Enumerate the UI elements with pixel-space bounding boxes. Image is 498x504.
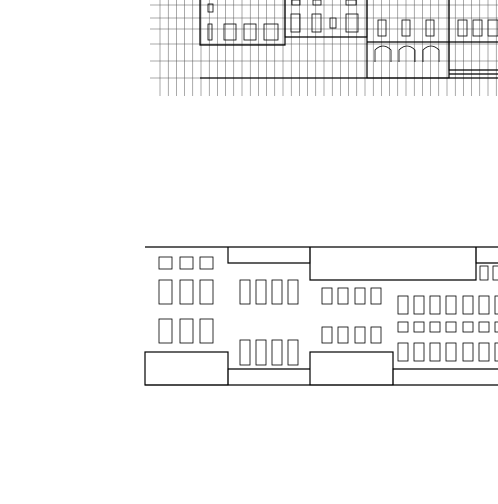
window bbox=[263, 23, 279, 41]
base-step-right bbox=[392, 368, 498, 385]
window bbox=[377, 19, 387, 37]
base-step-left bbox=[227, 368, 310, 385]
arched-door bbox=[398, 45, 416, 62]
window bbox=[429, 295, 441, 315]
window bbox=[255, 279, 267, 305]
window bbox=[401, 19, 411, 37]
window bbox=[290, 13, 301, 33]
window bbox=[291, 0, 301, 6]
window bbox=[345, 0, 357, 6]
window bbox=[429, 321, 441, 333]
window bbox=[223, 23, 237, 41]
window bbox=[199, 279, 214, 305]
upper-windows bbox=[207, 0, 498, 62]
upper-recess-center bbox=[309, 247, 477, 281]
window bbox=[397, 342, 409, 362]
window bbox=[478, 321, 490, 333]
window bbox=[337, 287, 349, 305]
window bbox=[445, 295, 457, 315]
window bbox=[271, 339, 283, 366]
window bbox=[243, 23, 257, 41]
window bbox=[445, 321, 457, 333]
upper-recess-left bbox=[227, 247, 311, 264]
base-block-left bbox=[144, 351, 229, 386]
upper-recess-right bbox=[475, 247, 498, 264]
window bbox=[429, 342, 441, 362]
window bbox=[337, 326, 349, 344]
base-block-center bbox=[309, 351, 394, 386]
window bbox=[462, 295, 474, 315]
window bbox=[287, 339, 299, 366]
window bbox=[413, 295, 425, 315]
arched-door bbox=[374, 45, 392, 62]
window bbox=[354, 326, 366, 344]
window bbox=[492, 265, 498, 281]
window bbox=[370, 326, 382, 344]
window bbox=[158, 256, 173, 270]
window bbox=[312, 0, 322, 6]
arched-door bbox=[422, 45, 440, 62]
facade-outlines bbox=[144, 246, 498, 386]
block-center-outline bbox=[284, 0, 368, 38]
window bbox=[271, 279, 283, 305]
window bbox=[370, 287, 382, 305]
building-outlines bbox=[199, 0, 498, 79]
window bbox=[158, 318, 173, 344]
window bbox=[462, 342, 474, 362]
window bbox=[179, 318, 194, 344]
window bbox=[478, 295, 490, 315]
block-far-right-outline bbox=[448, 0, 498, 71]
window bbox=[457, 19, 468, 37]
window bbox=[494, 321, 498, 333]
background-grid bbox=[150, 0, 498, 96]
window bbox=[397, 295, 409, 315]
window bbox=[199, 318, 214, 344]
window bbox=[321, 326, 333, 344]
window bbox=[397, 321, 409, 333]
window bbox=[478, 342, 490, 362]
window bbox=[494, 342, 498, 362]
window bbox=[179, 256, 194, 270]
window bbox=[158, 279, 173, 305]
lower-facade-elevation bbox=[144, 246, 498, 386]
window bbox=[494, 295, 498, 315]
window bbox=[207, 3, 214, 13]
window bbox=[425, 19, 435, 37]
window bbox=[179, 279, 194, 305]
facade-windows bbox=[158, 256, 498, 366]
window bbox=[255, 339, 267, 366]
window bbox=[445, 342, 457, 362]
window bbox=[199, 256, 214, 270]
window bbox=[287, 279, 299, 305]
block-right-outline bbox=[366, 0, 450, 79]
window bbox=[321, 287, 333, 305]
window bbox=[239, 339, 251, 366]
window bbox=[354, 287, 366, 305]
window bbox=[345, 13, 359, 33]
window bbox=[311, 13, 322, 33]
window bbox=[207, 23, 213, 41]
window bbox=[487, 19, 498, 37]
window bbox=[479, 265, 489, 281]
window bbox=[329, 17, 337, 29]
window bbox=[413, 321, 425, 333]
window bbox=[472, 19, 483, 37]
window bbox=[462, 321, 474, 333]
window bbox=[413, 342, 425, 362]
window bbox=[239, 279, 251, 305]
upper-grid-elevation bbox=[150, 0, 498, 96]
